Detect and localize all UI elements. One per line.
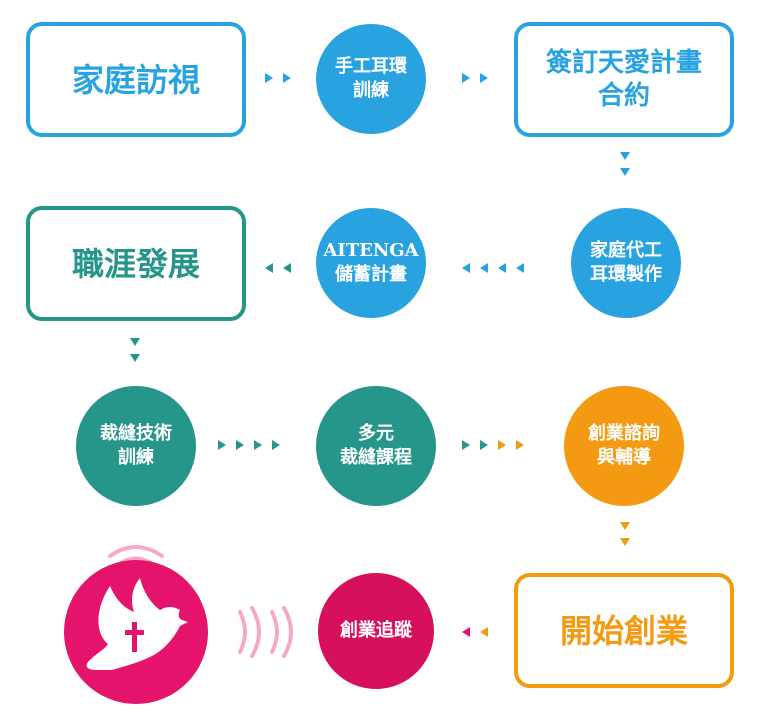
node-sign-plan-contract-label: 簽訂天愛計畫 合約 (545, 48, 702, 111)
node-startup-tracking-label: 創業追蹤 (340, 619, 412, 641)
arrow-down-2 (130, 338, 140, 362)
node-aitenga-savings-label: AITENGA 儲蓄計畫 (323, 239, 419, 285)
arrow-left-3 (462, 627, 488, 637)
node-start-business: 開始創業 (514, 573, 734, 688)
node-family-visit: 家庭訪視 (26, 22, 246, 137)
node-diverse-sewing-courses-label: 多元 裁縫課程 (340, 422, 412, 468)
arrow-right-1 (265, 73, 291, 83)
arrow-right-4 (462, 440, 524, 450)
node-sewing-skill-training: 裁縫技術 訓練 (76, 386, 196, 506)
arrow-left-2 (462, 263, 524, 273)
node-startup-consulting-label: 創業諮詢 與輔導 (588, 422, 660, 468)
arrow-down-3 (620, 522, 630, 546)
node-family-visit-label: 家庭訪視 (71, 60, 200, 99)
node-handmade-earring-training: 手工耳環 訓練 (316, 24, 426, 134)
node-diverse-sewing-courses: 多元 裁縫課程 (316, 386, 436, 506)
arrow-left-1 (265, 263, 291, 273)
node-startup-consulting: 創業諮詢 與輔導 (564, 386, 684, 506)
node-startup-tracking: 創業追蹤 (318, 573, 434, 689)
node-handmade-earring-training-label: 手工耳環 訓練 (335, 55, 407, 101)
node-sign-plan-contract: 簽訂天愛計畫 合約 (514, 22, 734, 137)
node-aitenga-savings: AITENGA 儲蓄計畫 (316, 208, 426, 318)
node-home-earring-making-label: 家庭代工 耳環製作 (590, 239, 662, 285)
node-career-development: 職涯發展 (26, 206, 246, 321)
node-career-development-label: 職涯發展 (71, 244, 200, 283)
arrow-down-1 (620, 152, 630, 176)
signal-arcs-icon (238, 606, 293, 658)
arrow-right-3 (218, 440, 280, 450)
node-home-earring-making: 家庭代工 耳環製作 (571, 208, 681, 318)
arrow-right-2 (462, 73, 488, 83)
dove-cross-icon (64, 545, 208, 704)
node-start-business-label: 開始創業 (559, 611, 688, 650)
node-sewing-skill-training-label: 裁縫技術 訓練 (100, 422, 172, 468)
